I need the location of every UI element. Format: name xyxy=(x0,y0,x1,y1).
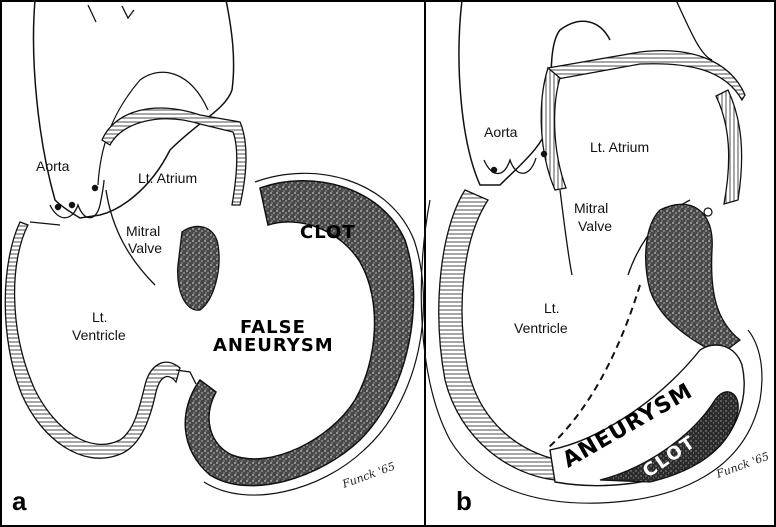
mitral-leaflet xyxy=(559,189,573,276)
label-aorta: Aorta xyxy=(484,124,518,140)
valve-dot xyxy=(540,150,548,158)
label-valve: Valve xyxy=(128,240,162,256)
label-aorta: Aorta xyxy=(36,158,70,174)
valve-dot xyxy=(68,201,76,209)
panel-letter-b: b xyxy=(456,486,472,516)
valve-dot xyxy=(490,166,498,174)
aneurysm-outer-wall xyxy=(203,172,425,496)
label-clot: CLOT xyxy=(300,222,356,243)
label-ventricle-lt: Lt. xyxy=(544,300,560,316)
vessel-stubs xyxy=(87,4,135,23)
atrial-wall xyxy=(101,107,247,206)
label-mitral: Mitral xyxy=(126,223,160,239)
atrial-left-wall xyxy=(540,66,567,191)
label-false: FALSE xyxy=(240,317,306,338)
atrial-side xyxy=(715,89,743,205)
label-ventricle-lt: Lt. xyxy=(92,309,108,325)
vessel-curve xyxy=(675,0,713,61)
aneurysm-clot xyxy=(599,391,739,483)
inner-curve xyxy=(97,71,209,186)
label-false-aneurysm: ANEURYSM xyxy=(213,335,334,356)
valve-dot xyxy=(54,203,62,211)
aneurysm-neck xyxy=(175,369,197,385)
atrial-roof xyxy=(547,50,746,102)
aortic-valve xyxy=(49,179,105,219)
panel-letter-a: a xyxy=(12,486,27,516)
label-atrium: Lt. Atrium xyxy=(138,170,197,186)
aorta-outline xyxy=(32,0,235,219)
original-wall-line xyxy=(547,284,641,449)
outer-wall xyxy=(420,199,763,504)
label-mitral: Mitral xyxy=(574,200,608,216)
septal-wall xyxy=(645,203,742,356)
label-ventricle: Ventricle xyxy=(514,320,568,336)
ventricle-wall xyxy=(4,221,181,459)
label-atrium: Lt. Atrium xyxy=(590,139,649,155)
coronary-vessel xyxy=(703,207,713,217)
mitral-leaflet xyxy=(105,189,156,286)
wall-edge xyxy=(29,221,61,226)
mitral-clot xyxy=(177,225,220,311)
false-aneurysm xyxy=(184,180,415,487)
valve-dot xyxy=(91,184,99,192)
label-ventricle: Ventricle xyxy=(72,327,126,343)
label-valve: Valve xyxy=(578,218,612,234)
